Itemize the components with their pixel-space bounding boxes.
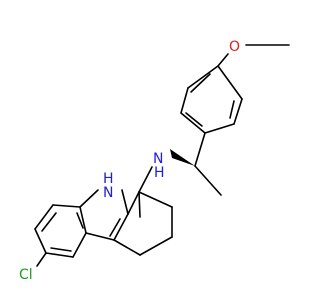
indole-nitrogen-label: N: [103, 185, 113, 201]
chlorine-atom-label: Cl: [19, 267, 33, 283]
methoxy-group: [217, 44, 290, 67]
stereo-wedge-bond: [170, 149, 195, 166]
indole-hydrogen-label: H: [103, 171, 114, 187]
amine-nitrogen-label: N: [153, 151, 163, 167]
tetrahydro-ring: [113, 191, 173, 256]
oxygen-atom-label: O: [229, 39, 240, 55]
benzo-ring: [34, 204, 87, 258]
structure-diagram: O N H H N Cl: [19, 39, 290, 283]
molecule-canvas: O N H H N Cl: [19, 39, 290, 283]
amine-hydrogen-label: H: [154, 165, 165, 181]
amine-linkage: [127, 166, 153, 218]
chiral-ethyl-linker: [170, 132, 222, 196]
chloro-substituent: [36, 252, 47, 267]
methoxyphenyl-ring: [180, 65, 243, 134]
pyrrole-ring: [79, 189, 129, 241]
